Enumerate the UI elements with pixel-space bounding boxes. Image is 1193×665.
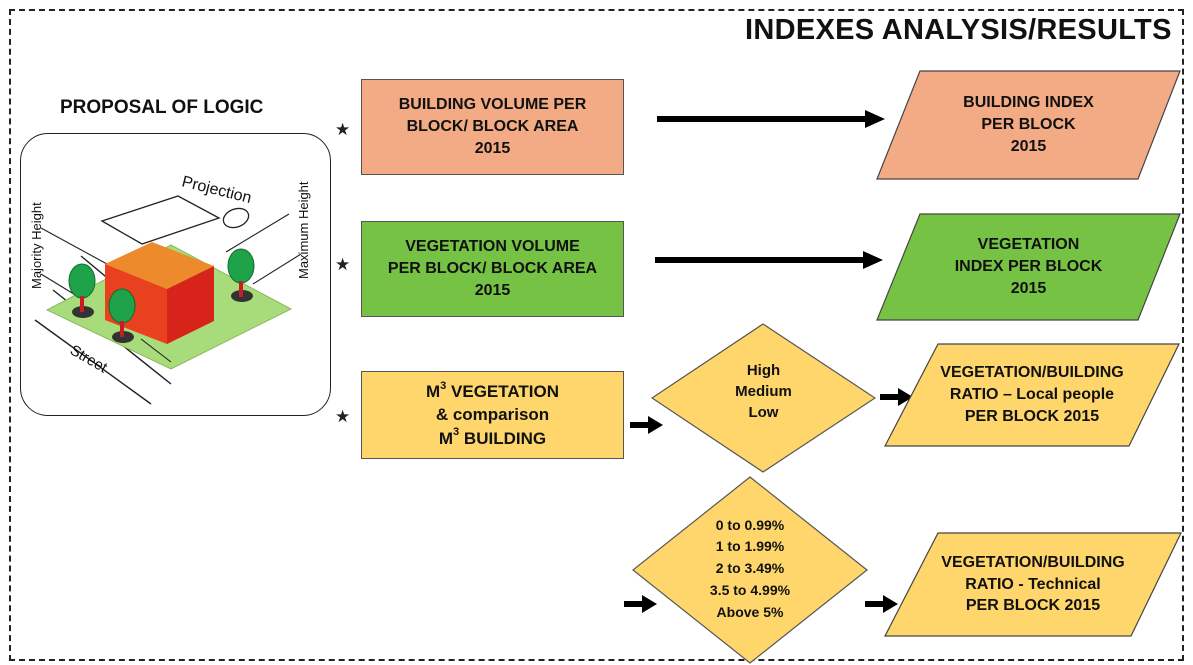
decision-line: 0 to 0.99% <box>715 516 785 533</box>
building-side-wall <box>167 266 214 344</box>
parallelogram-shape <box>876 70 1181 180</box>
tree-trunk <box>80 296 84 312</box>
arrow-small <box>630 416 663 434</box>
box-line: BLOCK/ BLOCK AREA <box>406 117 579 135</box>
star-icon: ★ <box>335 255 351 274</box>
box-line: M3 BUILDING <box>438 426 547 448</box>
building-index-output: BUILDING INDEX PER BLOCK 2015 <box>876 70 1181 180</box>
level-decision-diamond: High Medium Low <box>651 323 876 473</box>
output-line: PER BLOCK 2015 <box>964 407 1100 425</box>
building-volume-box: BUILDING VOLUME PER BLOCK/ BLOCK AREA 20… <box>361 79 624 175</box>
diamond-shape <box>651 323 876 473</box>
output-line: 2015 <box>1010 137 1047 155</box>
projection-rectangle <box>100 195 221 245</box>
decision-line: 3.5 to 4.99% <box>709 581 791 598</box>
tree-crown <box>68 263 96 299</box>
ratio-local-output: VEGETATION/BUILDING RATIO – Local people… <box>884 343 1180 447</box>
arrow-vegetation <box>655 251 883 269</box>
majority-height-label: Majority Height <box>29 202 44 289</box>
page-title: INDEXES ANALYSIS/RESULTS <box>745 14 1172 46</box>
decision-line: Above 5% <box>716 603 784 620</box>
maximum-height-label: Maximum Height <box>296 181 311 279</box>
street-label: Street <box>67 342 111 377</box>
box-line: M3 VEGETATION <box>425 379 560 401</box>
output-line: INDEX PER BLOCK <box>954 258 1103 276</box>
decision-line: Low <box>748 403 779 421</box>
logic-illustration: Projection Majority Height Maximum Heigh… <box>20 133 331 416</box>
output-line: BUILDING INDEX <box>963 94 1094 112</box>
building-roof <box>105 242 214 289</box>
output-line: PER BLOCK <box>981 116 1076 134</box>
vegetation-index-output: VEGETATION INDEX PER BLOCK 2015 <box>876 213 1181 321</box>
box-line: 2015 <box>474 140 511 158</box>
decision-line: 2 to 3.49% <box>715 560 785 577</box>
diamond-shape <box>632 476 868 664</box>
logic-title: PROPOSAL OF LOGIC <box>60 97 264 118</box>
parallelogram-shape <box>876 213 1181 321</box>
projection-label: Projection <box>180 173 253 207</box>
arrow-small <box>865 595 898 613</box>
decision-line: High <box>746 361 781 379</box>
star-icon: ★ <box>335 407 351 426</box>
output-line: PER BLOCK 2015 <box>965 597 1101 615</box>
box-line: VEGETATION VOLUME <box>405 237 580 255</box>
guide-line <box>40 227 108 265</box>
arrow-small <box>624 595 657 613</box>
m3-comparison-box: M3 VEGETATION & comparison M3 BUILDING <box>361 371 624 459</box>
parallelogram-shape <box>884 532 1182 637</box>
tree-crown <box>227 248 255 284</box>
decision-line: Medium <box>735 382 792 400</box>
percentage-decision-diamond: 0 to 0.99% 1 to 1.99% 2 to 3.49% 3.5 to … <box>632 476 868 664</box>
parallelogram-shape <box>884 343 1180 447</box>
output-line: VEGETATION <box>977 236 1080 254</box>
tree-trunk <box>239 281 243 297</box>
box-line: BUILDING VOLUME PER <box>398 95 587 113</box>
tree-trunk <box>120 321 124 337</box>
output-line: RATIO - Technical <box>965 575 1101 593</box>
arrow-small <box>880 388 913 406</box>
guide-line <box>252 253 302 285</box>
arrow-building <box>657 110 885 128</box>
dashed-frame <box>9 9 1184 661</box>
street-line <box>34 319 152 405</box>
block-illustration: Projection Majority Height Maximum Heigh… <box>29 173 311 405</box>
guide-line <box>225 213 290 253</box>
vegetation-volume-box: VEGETATION VOLUME PER BLOCK/ BLOCK AREA … <box>361 221 624 317</box>
box-line: 2015 <box>474 282 511 300</box>
guide-line <box>140 338 172 363</box>
projection-ellipse <box>222 207 250 229</box>
output-line: VEGETATION/BUILDING <box>941 553 1125 571</box>
output-line: VEGETATION/BUILDING <box>940 364 1124 382</box>
guide-line <box>40 273 78 297</box>
ratio-technical-output: VEGETATION/BUILDING RATIO - Technical PE… <box>884 532 1182 637</box>
output-line: 2015 <box>1010 279 1047 297</box>
decision-line: 1 to 1.99% <box>715 538 785 555</box>
tree-crown <box>108 288 136 324</box>
box-line: & comparison <box>435 405 550 425</box>
box-line: PER BLOCK/ BLOCK AREA <box>387 259 598 277</box>
output-line: RATIO – Local people <box>949 386 1115 404</box>
star-icon: ★ <box>335 120 351 139</box>
